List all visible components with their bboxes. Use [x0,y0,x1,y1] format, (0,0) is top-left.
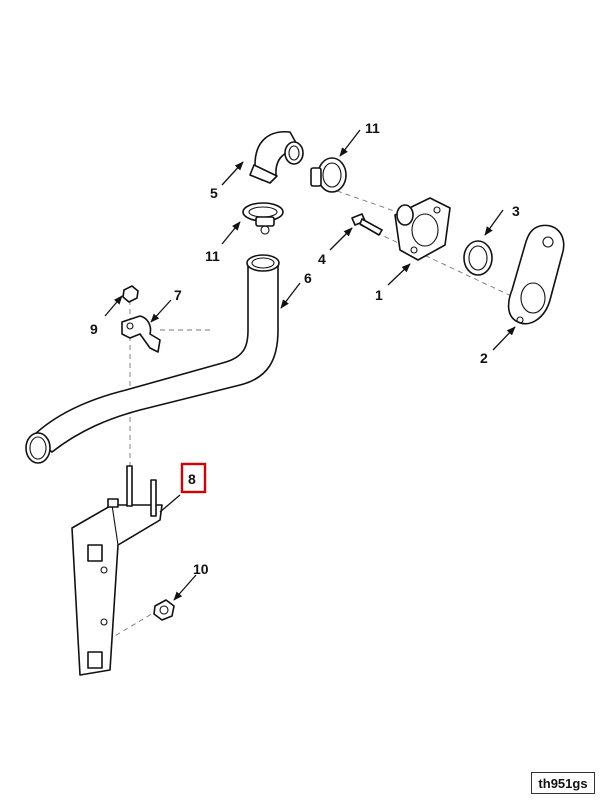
seal-ring [463,240,493,276]
bolt [351,213,383,236]
highlight-box [180,462,207,494]
callout-4: 4 [318,251,326,267]
alignment-lines [107,184,521,641]
callout-2: 2 [480,350,488,366]
elbow-hose [249,131,304,184]
callout-1: 1 [375,287,383,303]
mount-bolt [153,599,175,621]
callout-5: 5 [210,185,218,201]
gasket [507,224,565,325]
callout-10: 10 [193,561,209,577]
coolant-tube [25,254,280,464]
support-bracket [71,465,163,676]
callout-8: 8 [188,471,196,487]
callout-11-mid: 11 [205,248,220,264]
drawing-code-label: th951gs [531,772,595,794]
tube-bracket [121,315,161,353]
hose-clamp-lower [242,202,284,235]
callout-9: 9 [90,321,98,337]
callout-3: 3 [512,203,520,219]
callout-7: 7 [174,287,182,303]
callout-6: 6 [304,270,312,286]
thermostat-housing [394,197,451,261]
hose-clamp-upper [310,157,347,193]
nut [122,285,139,303]
callout-11-top: 11 [365,120,380,136]
leader-lines [104,129,516,601]
